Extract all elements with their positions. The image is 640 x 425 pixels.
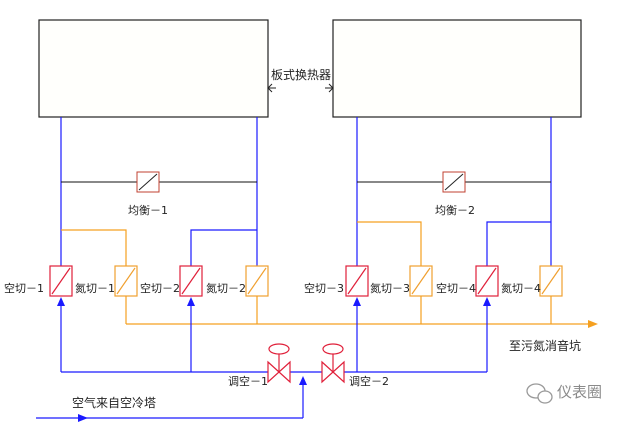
- balance-2-label: 均衡－2: [435, 204, 475, 217]
- nitrogen-cut-valve-2: [245, 265, 269, 297]
- nitrogen-cut-3-label: 氮切－3: [370, 281, 410, 295]
- nitrogen-line: [61, 229, 127, 266]
- nitrogen-cut-valve-4: [539, 265, 563, 297]
- arrow-up-icon: [187, 297, 195, 306]
- arrow-up-icon: [353, 297, 361, 306]
- balance-valve-2: [442, 171, 466, 193]
- regulating-valve-1: [267, 343, 291, 384]
- watermark-text: 仪表圈: [557, 383, 602, 401]
- arrow-right-icon: [78, 414, 88, 422]
- to-muffler-pit-label: 至污氮消音坑: [509, 338, 581, 353]
- air-line: [190, 229, 257, 266]
- connector-left-icon: [267, 83, 276, 93]
- air-cut-1-label: 空切－1: [4, 281, 44, 295]
- exchanger-box-right: [332, 19, 582, 118]
- exchanger-box-left: [38, 19, 269, 118]
- air-cut-valve-1: [49, 265, 73, 297]
- air-cut-valve-2: [179, 265, 203, 297]
- heat-exchanger-label: 板式换热器: [271, 68, 331, 82]
- air-from-tower-label: 空气来自空冷塔: [72, 395, 156, 410]
- arrow-up-icon: [483, 297, 491, 306]
- regulating-valve-2: [321, 343, 345, 384]
- regulating-1-label: 调空－1: [228, 374, 268, 388]
- watermark: 仪表圈: [526, 383, 602, 404]
- arrow-right-icon: [588, 320, 598, 328]
- regulating-2-label: 调空－2: [349, 374, 389, 388]
- wechat-icon: [537, 390, 553, 404]
- connector-right-icon: [325, 83, 334, 93]
- air-cut-3-label: 空切－3: [304, 281, 344, 295]
- arrow-up-icon: [299, 376, 307, 385]
- nitrogen-cut-4-label: 氮切－4: [501, 281, 541, 295]
- balance-valve-1: [136, 171, 160, 193]
- air-cut-2-label: 空切－2: [140, 281, 180, 295]
- air-cut-4-label: 空切－4: [436, 281, 476, 295]
- air-line: [486, 221, 551, 266]
- nitrogen-cut-valve-3: [409, 265, 433, 297]
- balance-1-label: 均衡－1: [128, 204, 168, 217]
- air-cut-valve-3: [345, 265, 369, 297]
- nitrogen-cut-1-label: 氮切－1: [75, 281, 115, 295]
- nitrogen-line: [357, 221, 422, 266]
- air-cut-valve-4: [475, 265, 499, 297]
- arrow-up-icon: [57, 297, 65, 306]
- nitrogen-cut-2-label: 氮切－2: [206, 281, 246, 295]
- nitrogen-cut-valve-1: [114, 265, 138, 297]
